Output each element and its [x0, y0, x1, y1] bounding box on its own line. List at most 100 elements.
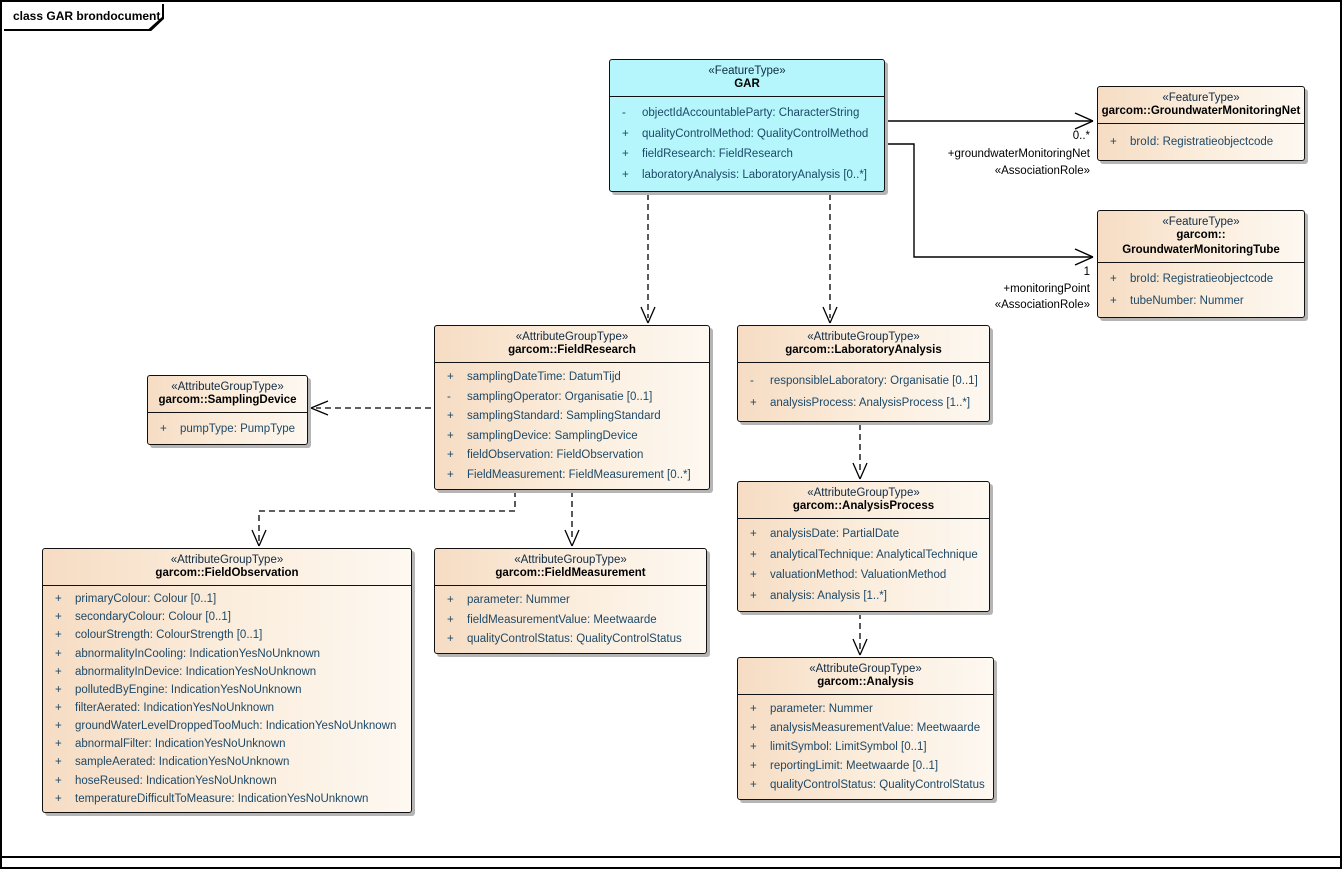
attribute-row[interactable]: +FieldMeasurement: FieldMeasurement [0..…: [435, 467, 709, 483]
visibility-marker: +: [55, 665, 62, 678]
attribute-text: fieldObservation: FieldObservation: [467, 449, 644, 462]
attribute-row[interactable]: +colourStrength: ColourStrength [0..1]: [43, 627, 411, 643]
attribute-text: analysisDate: PartialDate: [770, 528, 900, 541]
attribute-text: sampleAerated: IndicationYesNoUnknown: [75, 756, 290, 769]
attribute-text: parameter: Nummer: [770, 703, 873, 715]
attribute-row[interactable]: +analysisDate: PartialDate: [738, 526, 989, 542]
attribute-text: broId: Registratieobjectcode: [1130, 136, 1274, 148]
attribute-row[interactable]: +limitSymbol: LimitSymbol [0..1]: [738, 739, 993, 755]
attribute-text: qualityControlStatus: QualityControlStat…: [467, 632, 682, 645]
attribute-text: objectIdAccountableParty: CharacterStrin…: [642, 106, 860, 119]
arrow-analysisprocess: [852, 462, 868, 480]
class-groundwatermonitoringnet[interactable]: «FeatureType»garcom::GroundwaterMonitori…: [1097, 86, 1305, 161]
association-gar-net-arrow: [1074, 112, 1094, 130]
attribute-compartment: +analysisDate: PartialDate+analyticalTec…: [738, 519, 989, 611]
class-fieldobservation[interactable]: «AttributeGroupType»garcom::FieldObserva…: [42, 548, 412, 813]
attribute-row[interactable]: +qualityControlMethod: QualityControlMet…: [610, 126, 884, 142]
arrow-samplingdevice: [310, 400, 329, 416]
net-multiplicity-label: 0..*: [1072, 130, 1090, 142]
attribute-row[interactable]: +tubeNumber: Nummer: [1098, 293, 1304, 309]
attribute-row[interactable]: -samplingOperator: Organisatie [0..1]: [435, 389, 709, 405]
attribute-row[interactable]: - objectIdAccountableParty: CharacterStri…: [610, 105, 884, 121]
visibility-marker: +: [750, 548, 757, 561]
attribute-row[interactable]: +secondaryColour: Colour [0..1]: [43, 609, 411, 625]
attribute-row[interactable]: +broId: Registratieobjectcode: [1098, 134, 1304, 150]
attribute-row[interactable]: +analysisProcess: AnalysisProcess [1..*]: [738, 395, 989, 411]
attribute-text: abnormalityInDevice: IndicationYesNoUnkn…: [75, 665, 317, 678]
attribute-row[interactable]: +broId: Registratieobjectcode: [1098, 271, 1304, 287]
attribute-row[interactable]: +abnormalityInCooling: IndicationYesNoUn…: [43, 646, 411, 662]
visibility-marker: +: [55, 720, 62, 733]
attribute-row[interactable]: +temperatureDifficultToMeasure: Indicati…: [43, 791, 411, 807]
attribute-text: fieldMeasurementValue: Meetwaarde: [467, 613, 657, 626]
attribute-row[interactable]: +reportingLimit: Meetwaarde [0..1]: [738, 758, 993, 774]
attribute-row[interactable]: +fieldResearch: FieldResearch: [610, 146, 884, 162]
attribute-row[interactable]: +samplingDateTime: DatumTijd: [435, 369, 709, 385]
class-name: garcom::FieldMeasurement: [495, 567, 646, 579]
class-gar[interactable]: «FeatureType»GAR -objectIdAccountablePar…: [609, 59, 885, 192]
attribute-row[interactable]: + abnormalityInDevice: IndicationYesNoUnk…: [43, 664, 411, 680]
class-stereotype: «AttributeGroupType»: [515, 331, 629, 343]
attribute-compartment: +samplingDateTime: DatumTijd -samplingOpe…: [435, 363, 709, 489]
class-stereotype: «AttributeGroupType»: [170, 554, 284, 566]
attribute-row[interactable]: +groundWaterLevelDroppedTooMuch: Indicat…: [43, 718, 411, 734]
attribute-row[interactable]: + fieldObservation: FieldObservation: [435, 447, 709, 463]
class-stereotype: «AttributeGroupType»: [514, 554, 627, 566]
attribute-text: broId: Registratieobjectcode: [1130, 273, 1274, 286]
attribute-text: analysis: Analysis [1..*]: [770, 589, 887, 602]
attribute-text: samplingOperator: Organisatie [0..1]: [467, 390, 653, 403]
attribute-text: qualityControlStatus: QualityControlStat…: [770, 779, 985, 791]
attribute-row[interactable]: +sampleAerated: IndicationYesNoUnknown: [43, 754, 411, 770]
attribute-row[interactable]: +laboratoryAnalysis: LaboratoryAnalysis …: [610, 167, 884, 183]
visibility-marker: +: [447, 371, 454, 384]
dependency-fieldresearch-fieldobservation: [258, 491, 516, 541]
class-name: garcom::SamplingDevice: [158, 394, 297, 406]
visibility-marker: +: [750, 589, 757, 602]
attribute-text: abnormalityInCooling: IndicationYesNoUnk…: [75, 647, 321, 660]
attribute-row[interactable]: +samplingStandard: SamplingStandard: [435, 408, 709, 424]
class-stereotype: «AttributeGroupType»: [807, 331, 920, 343]
attribute-text: qualityControlMethod: QualityControlMeth…: [642, 127, 869, 140]
attribute-compartment: -responsibleLaboratory: Organisatie [0..…: [738, 363, 989, 421]
attribute-row[interactable]: +fieldMeasurementValue: Meetwaarde: [435, 612, 706, 628]
attribute-text: samplingDevice: SamplingDevice: [467, 429, 638, 442]
visibility-marker: +: [750, 760, 757, 772]
attribute-row[interactable]: +qualityControlStatus: QualityControlSta…: [435, 631, 706, 647]
visibility-marker: +: [55, 701, 62, 714]
attribute-row[interactable]: +analyticalTechnique: AnalyticalTechniqu…: [738, 547, 989, 563]
attribute-text: responsibleLaboratory: Organisatie [0..1…: [770, 374, 978, 387]
class-fieldresearch[interactable]: «AttributeGroupType»garcom::FieldResearc…: [434, 325, 710, 490]
class-analysis[interactable]: «AttributeGroupType»garcom::Analysis +pa…: [737, 657, 994, 800]
class-samplingdevice[interactable]: «AttributeGroupType»garcom::SamplingDevi…: [147, 375, 308, 445]
attribute-row[interactable]: +samplingDevice: SamplingDevice: [435, 428, 709, 444]
tube-stereotype-label: «AssociationRole»: [994, 299, 1090, 311]
visibility-marker: +: [447, 594, 454, 607]
attribute-text: valuationMethod: ValuationMethod: [770, 569, 947, 582]
attribute-row[interactable]: +abnormalFilter: IndicationYesNoUnknown: [43, 736, 411, 752]
attribute-row[interactable]: + analysis: Analysis [1..*]: [738, 588, 989, 604]
class-fieldmeasurement[interactable]: «AttributeGroupType»garcom::FieldMeasure…: [434, 548, 707, 654]
attribute-row[interactable]: +parameter: Nummer: [738, 701, 993, 717]
class-name: garcom::GroundwaterMonitoringTube: [1122, 229, 1280, 256]
arrow-fieldobservation: [251, 529, 267, 547]
visibility-marker: +: [447, 449, 454, 462]
attribute-row[interactable]: +analysisMeasurementValue: Meetwaarde: [738, 720, 993, 736]
attribute-row[interactable]: +primaryColour: Colour [0..1]: [43, 591, 411, 607]
class-groundwatermonitoringtube[interactable]: «FeatureType»garcom::GroundwaterMonitori…: [1097, 210, 1305, 318]
attribute-row[interactable]: +hoseReused: IndicationYesNoUnknown: [43, 773, 411, 789]
class-name: garcom::AnalysisProcess: [792, 500, 935, 512]
class-stereotype: «FeatureType»: [1162, 216, 1240, 228]
attribute-text: filterAerated: IndicationYesNoUnknown: [75, 701, 275, 714]
attribute-row[interactable]: +parameter: Nummer: [435, 592, 706, 608]
class-analysisprocess[interactable]: «AttributeGroupType»garcom::AnalysisProc…: [737, 481, 990, 612]
attribute-row[interactable]: + filterAerated: IndicationYesNoUnknown: [43, 700, 411, 716]
class-stereotype: «FeatureType»: [708, 65, 786, 77]
class-laboratoryanalysis[interactable]: «AttributeGroupType»garcom::LaboratoryAn…: [737, 325, 990, 422]
attribute-row[interactable]: -responsibleLaboratory: Organisatie [0..…: [738, 373, 989, 389]
attribute-row[interactable]: +valuationMethod: ValuationMethod: [738, 567, 989, 583]
attribute-row[interactable]: +qualityControlStatus: QualityControlSta…: [738, 777, 993, 793]
attribute-row[interactable]: +pollutedByEngine: IndicationYesNoUnknow…: [43, 682, 411, 698]
attribute-row[interactable]: +pumpType: PumpType: [148, 421, 307, 437]
attribute-text: samplingStandard: SamplingStandard: [467, 410, 661, 423]
visibility-marker: -: [622, 106, 626, 119]
